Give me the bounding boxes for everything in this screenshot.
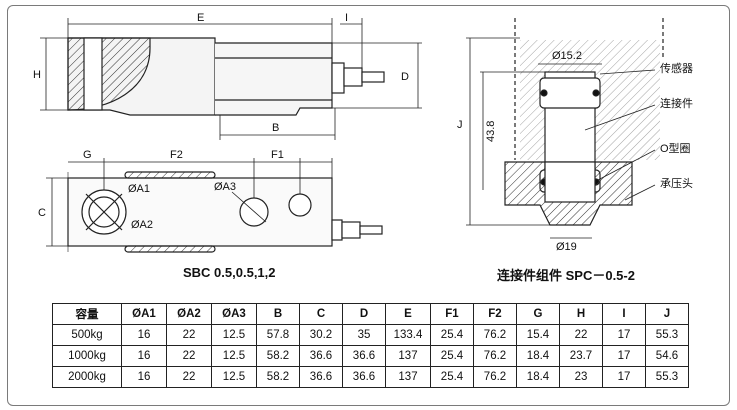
dim-label-G: G (83, 149, 92, 161)
cell: 18.4 (516, 366, 560, 388)
cell: 55.3 (645, 324, 689, 346)
connector-assembly (504, 18, 664, 226)
th-b: B (256, 303, 300, 325)
dim-label-A3: ØA3 (214, 181, 236, 193)
cell: 57.8 (256, 324, 300, 346)
cell: 25.4 (430, 345, 474, 367)
th-i: I (602, 303, 646, 325)
connector-dimensions (466, 37, 656, 239)
cell: 17 (602, 324, 646, 346)
callout-connector: 连接件 (660, 97, 693, 110)
cell: 17 (602, 366, 646, 388)
cell: 22 (166, 345, 212, 367)
th-f1: F1 (430, 303, 474, 325)
dim-label-F2: F2 (170, 149, 183, 161)
th-e: E (385, 303, 431, 325)
table-row: 2000kg 16 22 12.5 58.2 36.6 36.6 137 25.… (52, 366, 689, 388)
top-dimensions (46, 158, 333, 247)
dim-label-C: C (38, 207, 46, 219)
left-caption: SBC 0.5,0.5,1,2 (183, 265, 276, 280)
spec-table: 容量 ØA1 ØA2 ØA3 B C D E F1 F2 G H I J 500… (52, 303, 689, 388)
cell: 133.4 (385, 324, 431, 346)
cell: 22 (559, 324, 603, 346)
cell: 25.4 (430, 366, 474, 388)
cell: 16 (121, 324, 167, 346)
cell: 23.7 (559, 345, 603, 367)
cell: 76.2 (473, 366, 517, 388)
cell: 58.2 (256, 366, 300, 388)
dim-label-A2: ØA2 (131, 219, 153, 231)
cell: 23 (559, 366, 603, 388)
top-view (67, 171, 383, 253)
cell: 22 (166, 324, 212, 346)
th-c: C (299, 303, 343, 325)
cell: 25.4 (430, 324, 474, 346)
cell: 16 (121, 345, 167, 367)
dim-label-d15: Ø15.2 (552, 50, 582, 62)
th-a1: ØA1 (121, 303, 167, 325)
cell: 76.2 (473, 324, 517, 346)
cell: 58.2 (256, 345, 300, 367)
th-a3: ØA3 (211, 303, 257, 325)
cell: 16 (121, 366, 167, 388)
callout-o-ring: O型圈 (660, 141, 691, 155)
cell: 54.6 (645, 345, 689, 367)
dim-label-D: D (401, 71, 409, 83)
th-d: D (342, 303, 386, 325)
cell: 36.6 (299, 345, 343, 367)
dim-label-A1: ØA1 (128, 183, 150, 195)
cell: 2000kg (52, 366, 122, 388)
th-a2: ØA2 (166, 303, 212, 325)
th-j: J (645, 303, 689, 325)
cell: 1000kg (52, 345, 122, 367)
side-dimensions (40, 18, 422, 140)
th-f2: F2 (473, 303, 517, 325)
callout-sensor: 传感器 (660, 62, 693, 75)
cell: 55.3 (645, 366, 689, 388)
table-row: 500kg 16 22 12.5 57.8 30.2 35 133.4 25.4… (52, 324, 689, 346)
table-row: 1000kg 16 22 12.5 58.2 36.6 36.6 137 25.… (52, 345, 689, 367)
th-capacity: 容量 (52, 303, 122, 325)
cell: 22 (166, 366, 212, 388)
dim-label-H: H (33, 69, 41, 81)
dim-label-B: B (272, 122, 279, 134)
dim-label-E: E (197, 12, 204, 24)
cell: 36.6 (342, 366, 386, 388)
side-view (67, 37, 385, 116)
table-header-row: 容量 ØA1 ØA2 ØA3 B C D E F1 F2 G H I J (52, 303, 689, 325)
dim-label-43-8: 43.8 (485, 121, 497, 142)
cell: 12.5 (211, 366, 257, 388)
cell: 17 (602, 345, 646, 367)
cell: 15.4 (516, 324, 560, 346)
cell: 137 (385, 366, 431, 388)
th-g: G (516, 303, 560, 325)
right-caption: 连接件组件 SPC－0.5-2 (497, 268, 635, 283)
cell: 36.6 (299, 366, 343, 388)
cell: 12.5 (211, 345, 257, 367)
cell: 36.6 (342, 345, 386, 367)
dim-label-F1: F1 (271, 149, 284, 161)
dim-label-J: J (457, 119, 463, 131)
cell: 500kg (52, 324, 122, 346)
cell: 30.2 (299, 324, 343, 346)
cell: 35 (342, 324, 386, 346)
cell: 12.5 (211, 324, 257, 346)
dim-label-d19: Ø19 (556, 241, 577, 253)
dim-label-I: I (345, 12, 348, 24)
cell: 18.4 (516, 345, 560, 367)
cell: 76.2 (473, 345, 517, 367)
cell: 137 (385, 345, 431, 367)
th-h: H (559, 303, 603, 325)
callout-pressure-head: 承压头 (660, 177, 693, 190)
